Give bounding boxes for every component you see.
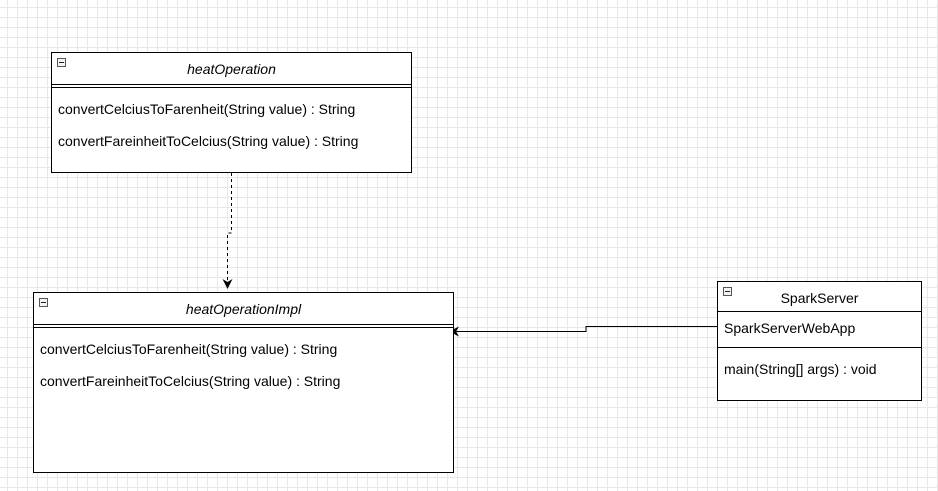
method-label: convertFareinheitToCelcius(String value)…: [40, 373, 341, 389]
association-connector[interactable]: [449, 326, 717, 337]
collapse-icon[interactable]: [39, 298, 48, 307]
divider: [34, 324, 453, 328]
class-name: SparkServer: [780, 290, 859, 306]
collapse-icon[interactable]: [57, 58, 66, 67]
heat-operation-impl-class[interactable]: heatOperationImpl convertCelciusToFarenh…: [33, 292, 454, 473]
attribute-label: SparkServerWebApp: [724, 320, 856, 336]
divider: [52, 84, 411, 88]
spark-server-class[interactable]: SparkServer SparkServerWebApp main(Strin…: [717, 281, 922, 401]
heat-operation-header[interactable]: heatOperation: [52, 53, 411, 84]
heat-operation-impl-header[interactable]: heatOperationImpl: [34, 293, 453, 324]
method-label: main(String[] args) : void: [724, 361, 877, 377]
divider: [718, 347, 921, 348]
spark-server-header[interactable]: SparkServer: [718, 282, 921, 312]
method-label: convertFareinheitToCelcius(String value)…: [58, 133, 359, 149]
class-name: heatOperationImpl: [185, 301, 302, 317]
heat-operation-class[interactable]: heatOperation convertCelciusToFarenheit(…: [51, 52, 412, 173]
collapse-icon[interactable]: [723, 287, 732, 296]
method-label: convertCelciusToFarenheit(String value) …: [58, 101, 356, 117]
class-name: heatOperation: [187, 61, 276, 77]
method-label: convertCelciusToFarenheit(String value) …: [40, 341, 338, 357]
dependency-connector[interactable]: [222, 173, 233, 289]
